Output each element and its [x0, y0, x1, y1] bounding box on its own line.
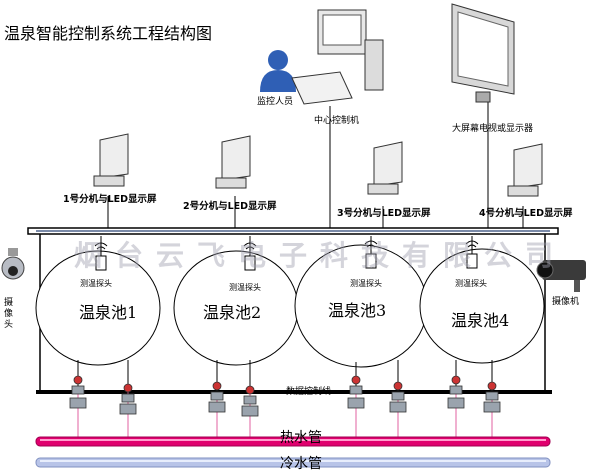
- bullet-camera-icon: [536, 260, 586, 292]
- valve-icon-3: [208, 381, 226, 413]
- unit-3-label: 3号分机与LED显示屏: [337, 208, 431, 219]
- probe-icon-3: [364, 236, 378, 269]
- unit-2-label: 2号分机与LED显示屏: [183, 201, 277, 212]
- watermark-text: 烟台云飞电子科技有限公司: [74, 239, 567, 272]
- dome-camera-icon: [1, 248, 25, 280]
- center-host-label: 中心控制机: [314, 116, 360, 126]
- probe-icon-1: [94, 236, 108, 271]
- page-title: 温泉智能控制系统工程结构图: [4, 24, 213, 43]
- big-screen-label: 大屏幕电视或显示器: [452, 124, 534, 134]
- probe-icon-2: [243, 236, 257, 271]
- big-screen-icon: [451, 3, 515, 103]
- pool-3-name: 温泉池3: [328, 301, 387, 320]
- valve-icon-4: [241, 385, 259, 417]
- pool-1-name: 温泉池1: [79, 303, 138, 322]
- unit-4-label: 4号分机与LED显示屏: [479, 208, 573, 219]
- unit-monitor-icon-4: [507, 143, 543, 197]
- pool-1: [35, 250, 161, 366]
- pool-4-probe-label: 测温探头: [455, 279, 487, 288]
- valve-icon-5: [347, 375, 365, 409]
- valve-icon-8: [483, 381, 501, 413]
- pool-2-name: 温泉池2: [203, 303, 262, 322]
- pool-2-probe-label: 测温探头: [229, 283, 261, 292]
- person-icon: [260, 50, 296, 92]
- valve-icon-6: [389, 381, 407, 413]
- valve-icon-7: [447, 375, 465, 409]
- valve-icon-1: [69, 375, 87, 409]
- cold-pipe-label: 冷水管: [280, 456, 322, 472]
- monitor-person-label: 监控人员: [257, 97, 294, 107]
- probe-icon-4: [465, 236, 479, 269]
- right-camera-label: 摄像机: [552, 297, 580, 307]
- pool-1-probe-label: 测温探头: [80, 279, 112, 288]
- unit-monitor-icon-2: [215, 135, 251, 189]
- pool-4: [419, 248, 545, 364]
- left-camera-label: 摄像头: [4, 298, 14, 330]
- hot-pipe-label: 热水管: [280, 430, 322, 446]
- pool-4-name: 温泉池4: [451, 311, 510, 330]
- valve-icon-2: [119, 383, 137, 415]
- unit-monitor-icon-3: [367, 141, 403, 195]
- desktop-computer-icon: [291, 9, 384, 105]
- unit-1-label: 1号分机与LED显示屏: [63, 194, 157, 205]
- pool-3-probe-label: 测温探头: [350, 279, 382, 288]
- data-line-label: 数据控制线: [286, 387, 332, 397]
- unit-monitor-icon-1: [93, 133, 129, 187]
